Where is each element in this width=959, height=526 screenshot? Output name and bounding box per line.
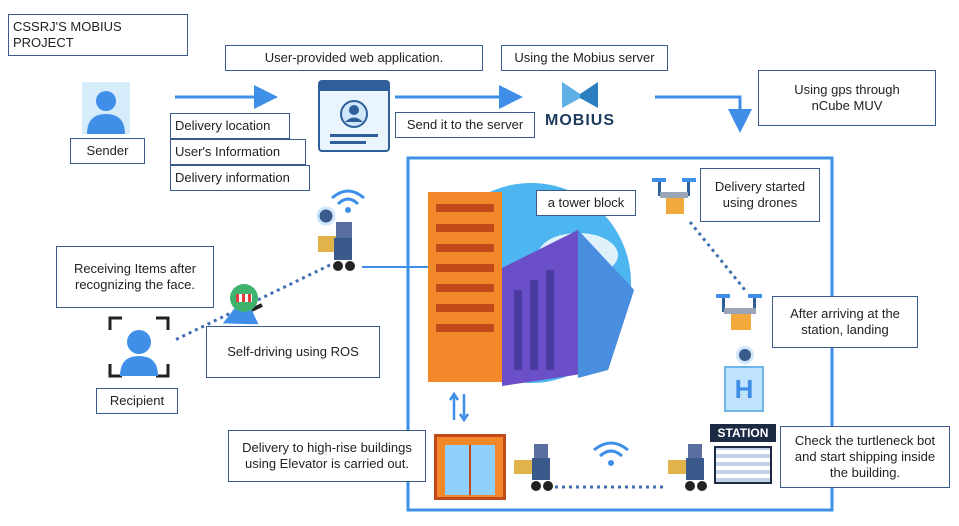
label-turtleneck: Check the turtleneck bot and start shipp… [780,426,950,488]
label-receiving: Receiving Items after recognizing the fa… [56,246,214,308]
arrow-mobius-to-area [655,95,752,133]
label-gps: Using gps through nCube MUV [758,70,936,126]
elevator-icon [434,434,506,500]
face-recognition-icon [108,316,170,378]
wifi-icon-top [328,184,368,214]
mobius-logo-text: MOBIUS [545,112,615,129]
turn-arrow-icon [222,295,263,325]
tower-block-illustration [428,180,634,386]
drone-icon-landing [714,288,766,336]
label-send-server: Send it to the server [395,112,535,138]
label-recipient: Recipient [96,388,178,414]
delivery-robot-icon-bottom-left [514,442,556,492]
web-app-window-icon [318,80,390,152]
wifi-icon-bottom [590,436,632,468]
label-drone-start: Delivery started using drones [700,168,820,222]
label-delivery-location: Delivery location [170,113,290,139]
label-sender: Sender [70,138,145,164]
delivery-robot-icon-bottom-right [668,442,710,492]
label-tower-block: a tower block [536,190,636,216]
station-sign: STATION [710,424,776,442]
station-icon: STATION [710,424,776,488]
label-elevator: Delivery to high-rise buildings using El… [228,430,426,482]
delivery-robot-icon-top [312,206,358,272]
label-user-info: User's Information [170,139,306,165]
shop-icon [230,284,258,312]
label-self-driving: Self-driving using ROS [206,326,380,378]
helipad-icon: H [724,366,764,412]
label-using-mobius: Using the Mobius server [501,45,668,71]
up-down-arrows-icon [448,391,470,423]
drone-path-dotted [688,221,747,291]
project-title: CSSRJ'S MOBIUS PROJECT [8,14,188,56]
label-station-landing: After arriving at the station, landing [772,296,918,348]
drone-icon-start [650,172,698,220]
helipad-letter: H [734,373,754,404]
camera-icon-station [736,346,754,364]
sender-person-icon [82,82,130,134]
label-delivery-info: Delivery information [170,165,310,191]
label-user-web-app: User-provided web application. [225,45,483,71]
mobius-logo-icon: MOBIUS [540,80,620,132]
